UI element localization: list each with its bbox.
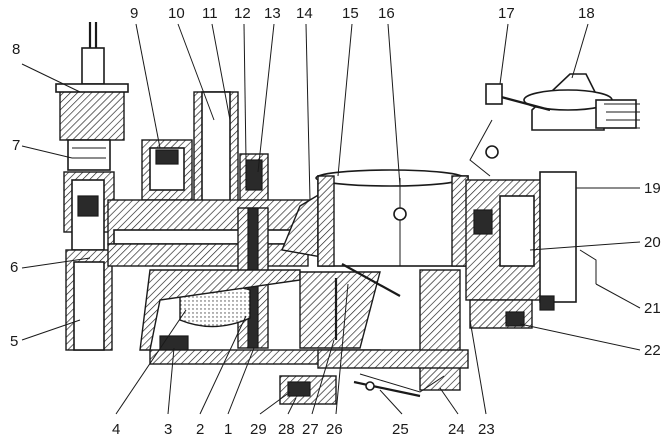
callout-18: 18 [578,5,595,22]
callout-10: 10 [168,5,185,22]
air-tube [193,91,239,223]
callout-15: 15 [342,5,359,22]
accelerator-jet [239,153,269,205]
callout-19: 19 [644,180,661,197]
callout-25: 25 [392,421,409,438]
callout-7: 7 [12,137,20,154]
callout-22: 22 [644,342,661,359]
callout-26: 26 [326,421,343,438]
float-chamber [139,269,301,361]
leader-lines [21,23,641,415]
callout-1: 1 [224,421,232,438]
callout-16: 16 [378,5,395,22]
diaphragm-mechanism [465,171,597,311]
bottom-fitting [279,375,337,405]
idle-jet-housing [63,171,115,351]
callout-14: 14 [296,5,313,22]
callout-29: 29 [250,421,267,438]
vacuum-actuator [469,73,640,177]
solenoid-valve [55,22,129,171]
callout-2: 2 [196,421,204,438]
callout-12: 12 [234,5,251,22]
callout-27: 27 [302,421,319,438]
callout-13: 13 [264,5,281,22]
callout-labels: 8 7 6 5 4 3 2 1 9 10 11 12 13 14 15 16 1… [10,5,661,438]
callout-9: 9 [130,5,138,22]
callout-24: 24 [448,421,465,438]
callout-17: 17 [498,5,515,22]
callout-5: 5 [10,333,18,350]
callout-3: 3 [164,421,172,438]
lower-body [149,269,469,393]
callout-20: 20 [644,234,661,251]
linkage-lever [334,263,421,398]
carburetor-drawing [55,22,640,405]
throttle-body-top [315,169,469,267]
callout-23: 23 [478,421,495,438]
main-channel [107,199,315,267]
lower-right-fitting [469,299,533,329]
callout-21: 21 [644,300,661,317]
callout-8: 8 [12,41,20,58]
callout-6: 6 [10,259,18,276]
callout-28: 28 [278,421,295,438]
callout-11: 11 [202,5,218,22]
callout-4: 4 [112,421,120,438]
